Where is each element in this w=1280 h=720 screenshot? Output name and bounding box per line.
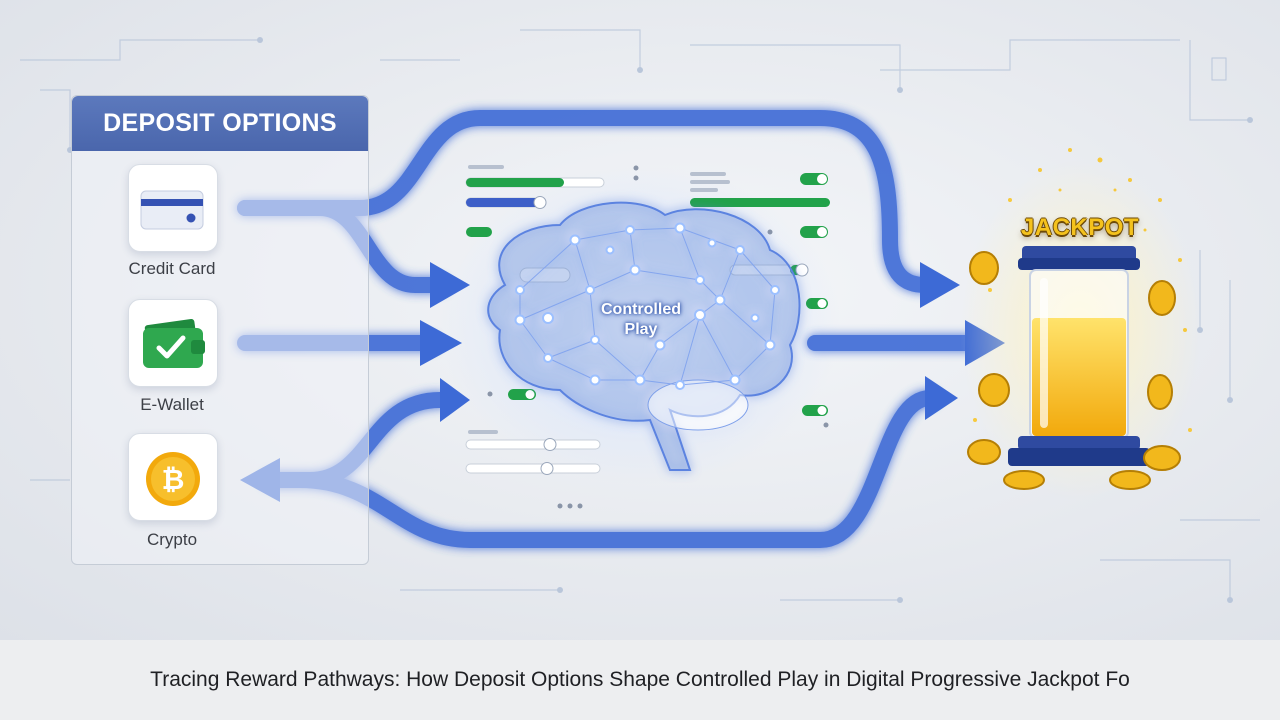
crypto-label: Crypto [146, 530, 198, 549]
deposit-options-panel: DEPOSIT OPTIONS [71, 95, 369, 565]
wallet-check-icon [143, 318, 205, 368]
controlled-play-label: Controlled Play [566, 300, 716, 340]
credit-card-label: Credit Card [128, 259, 216, 278]
caption-bar: Tracing Reward Pathways: How Deposit Opt… [0, 640, 1280, 720]
brain-network [487, 201, 801, 471]
jackpot-jar [960, 148, 1200, 500]
jackpot-label: JACKPOT [1020, 214, 1140, 241]
credit-card-option[interactable] [128, 164, 218, 252]
bitcoin-icon: ₿ [146, 452, 200, 506]
e-wallet-option[interactable] [128, 299, 218, 387]
credit-card-icon [140, 190, 204, 230]
e-wallet-label: E-Wallet [140, 395, 204, 414]
caption-text: Tracing Reward Pathways: How Deposit Opt… [150, 668, 1130, 691]
crypto-option[interactable]: ₿ [128, 433, 218, 521]
pathway-graphics [20, 29, 1260, 603]
controlled-play-line2: Play [624, 321, 658, 338]
controlled-play-line1: Controlled [601, 301, 681, 318]
panel-title: DEPOSIT OPTIONS [72, 96, 368, 151]
diagram-stage: DEPOSIT OPTIONS Credit Card E-Wallet ₿ C… [0, 0, 1280, 640]
svg-text:₿: ₿ [162, 463, 185, 496]
